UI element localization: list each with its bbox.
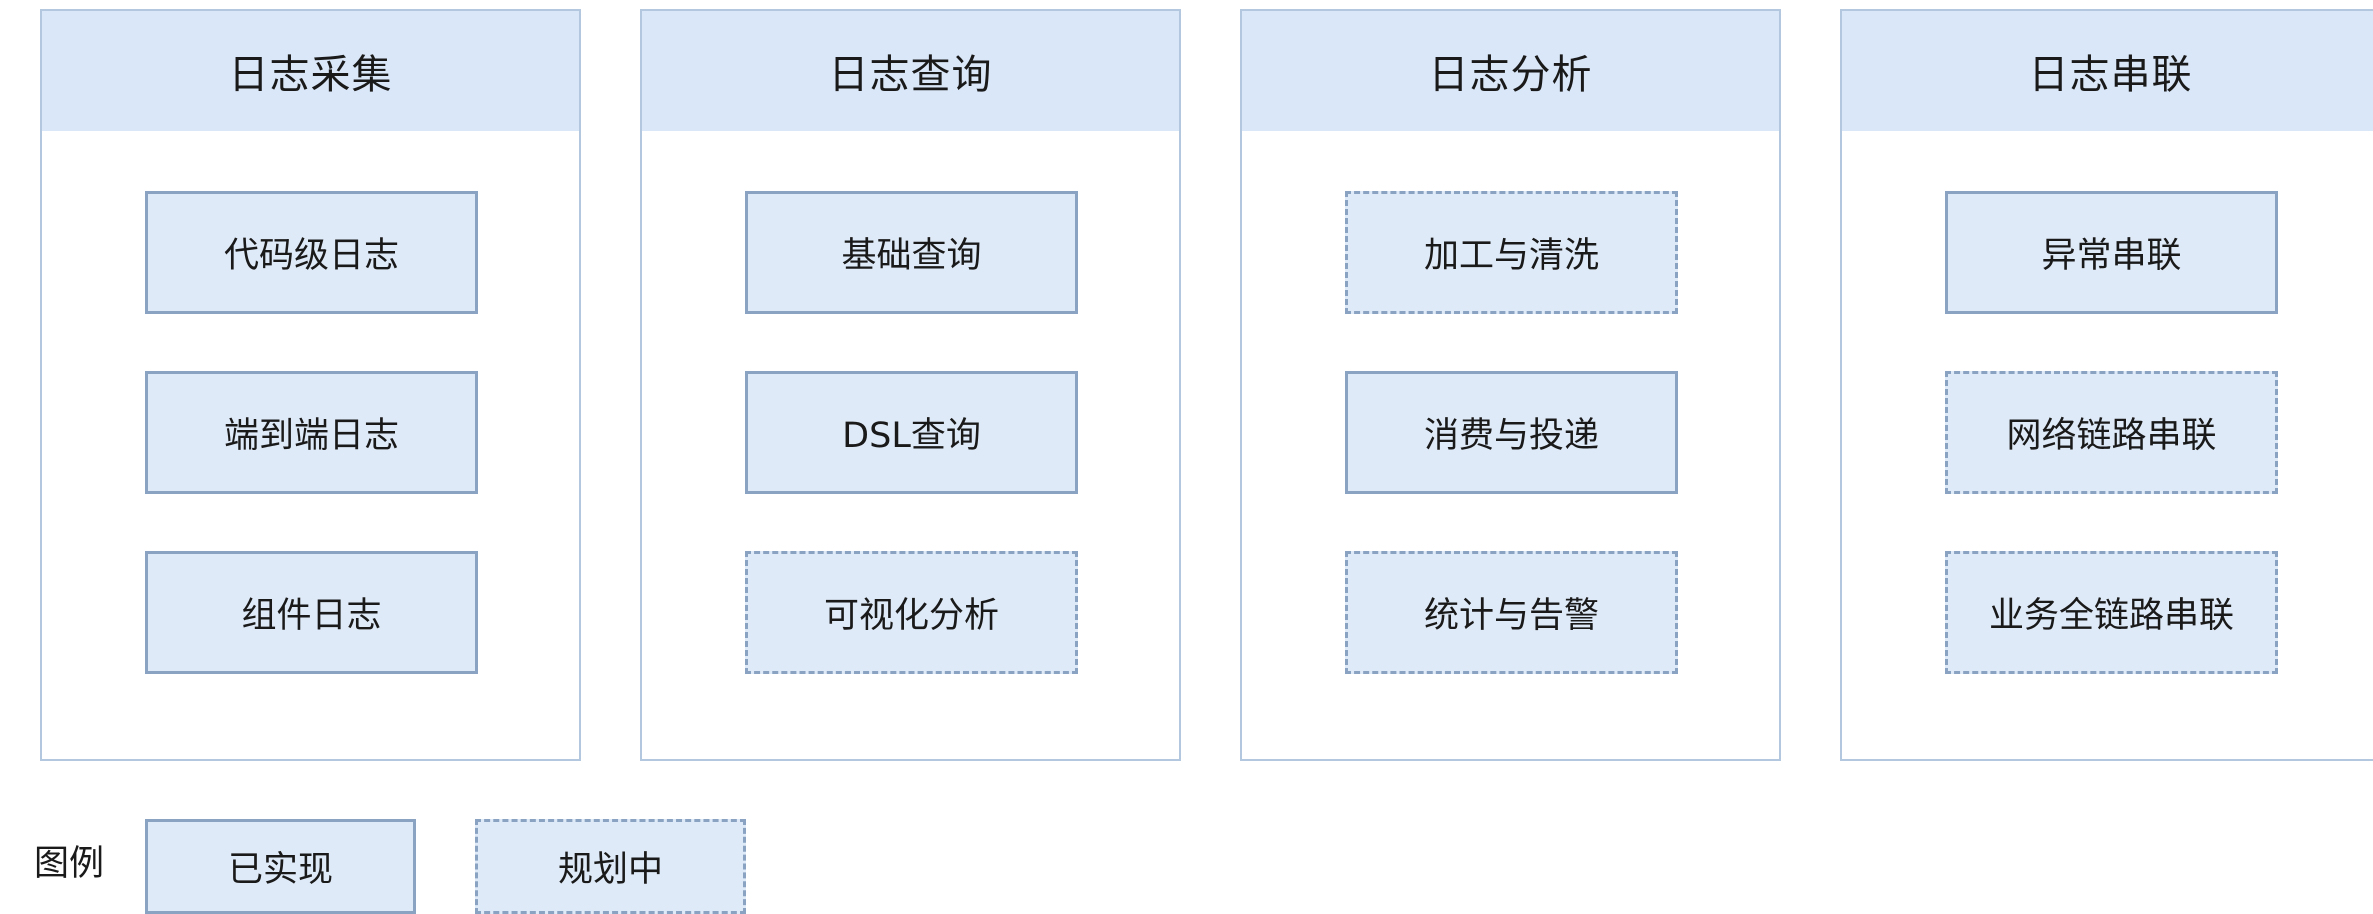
legend-implemented: 已实现 <box>145 819 416 914</box>
capability-box-planned: 业务全链路串联 <box>1945 551 2278 674</box>
capability-box-planned: 网络链路串联 <box>1945 371 2278 494</box>
column-header: 日志分析 <box>1242 11 1779 131</box>
capability-box: DSL查询 <box>745 371 1078 494</box>
column-header: 日志串联 <box>1842 11 2373 131</box>
legend-planned: 规划中 <box>475 819 746 914</box>
column-log-query: 日志查询 基础查询 DSL查询 可视化分析 <box>640 9 1181 761</box>
column-log-analysis: 日志分析 加工与清洗 消费与投递 统计与告警 <box>1240 9 1781 761</box>
column-header: 日志查询 <box>642 11 1179 131</box>
capability-box: 组件日志 <box>145 551 478 674</box>
capability-box: 端到端日志 <box>145 371 478 494</box>
capability-box-planned: 统计与告警 <box>1345 551 1678 674</box>
column-header: 日志采集 <box>42 11 579 131</box>
legend-title: 图例 <box>34 844 105 884</box>
capability-box: 基础查询 <box>745 191 1078 314</box>
capability-box-planned: 可视化分析 <box>745 551 1078 674</box>
capability-box-planned: 加工与清洗 <box>1345 191 1678 314</box>
capability-box: 消费与投递 <box>1345 371 1678 494</box>
column-log-collection: 日志采集 代码级日志 端到端日志 组件日志 <box>40 9 581 761</box>
column-log-correlation: 日志串联 异常串联 网络链路串联 业务全链路串联 <box>1840 9 2373 761</box>
capability-box: 异常串联 <box>1945 191 2278 314</box>
capability-box: 代码级日志 <box>145 191 478 314</box>
